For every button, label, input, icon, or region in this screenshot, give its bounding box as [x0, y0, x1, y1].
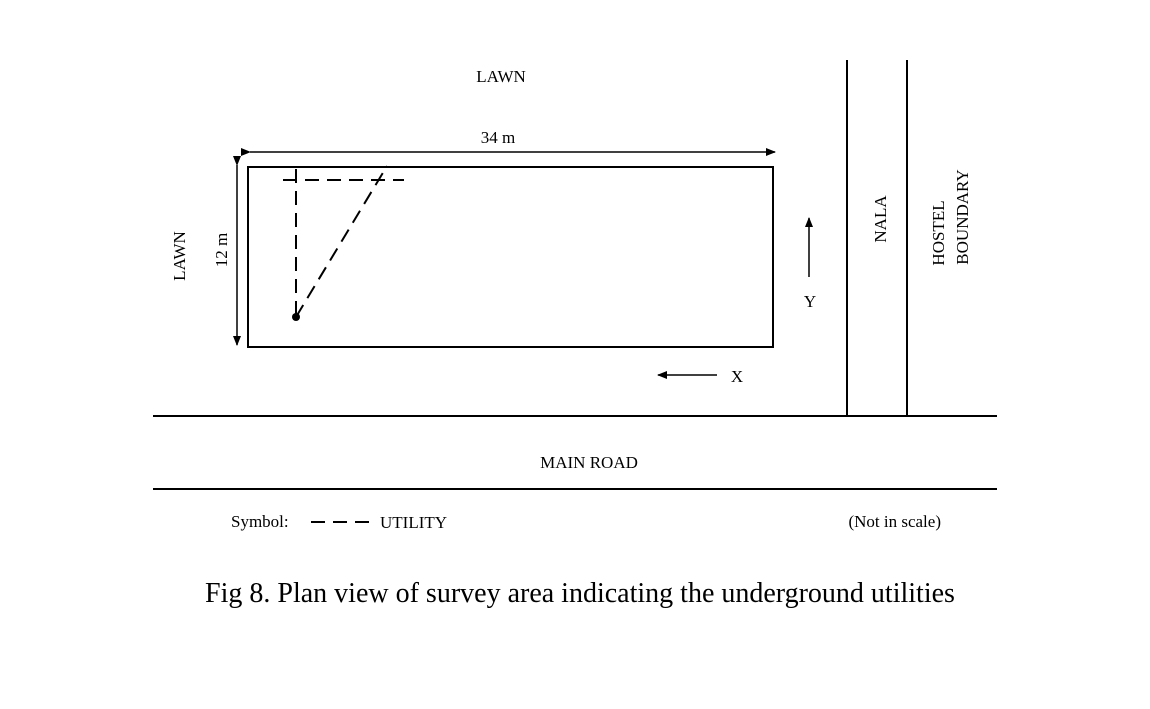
width-dimension-label: 34 m	[481, 128, 515, 147]
hostel-boundary-label-line2: BOUNDARY	[953, 169, 972, 264]
legend-utility-label: UTILITY	[380, 513, 447, 532]
survey-area-boundary	[247, 166, 774, 348]
figure-caption: Fig 8. Plan view of survey area indicati…	[205, 578, 955, 609]
lawn-left-label: LAWN	[170, 231, 189, 281]
height-dimension-label: 12 m	[212, 233, 231, 267]
x-axis-label: X	[731, 367, 743, 386]
scale-note: (Not in scale)	[848, 512, 941, 531]
hostel-boundary-label-line1: HOSTEL	[929, 200, 948, 265]
utility-line-diagonal	[295, 165, 388, 318]
main-road-label: MAIN ROAD	[540, 453, 638, 472]
utility-junction-point	[292, 313, 300, 321]
legend-symbol-label: Symbol:	[231, 512, 289, 531]
y-axis-label: Y	[804, 292, 816, 311]
nala-label: NALA	[871, 195, 890, 243]
lawn-top-label: LAWN	[476, 67, 526, 86]
